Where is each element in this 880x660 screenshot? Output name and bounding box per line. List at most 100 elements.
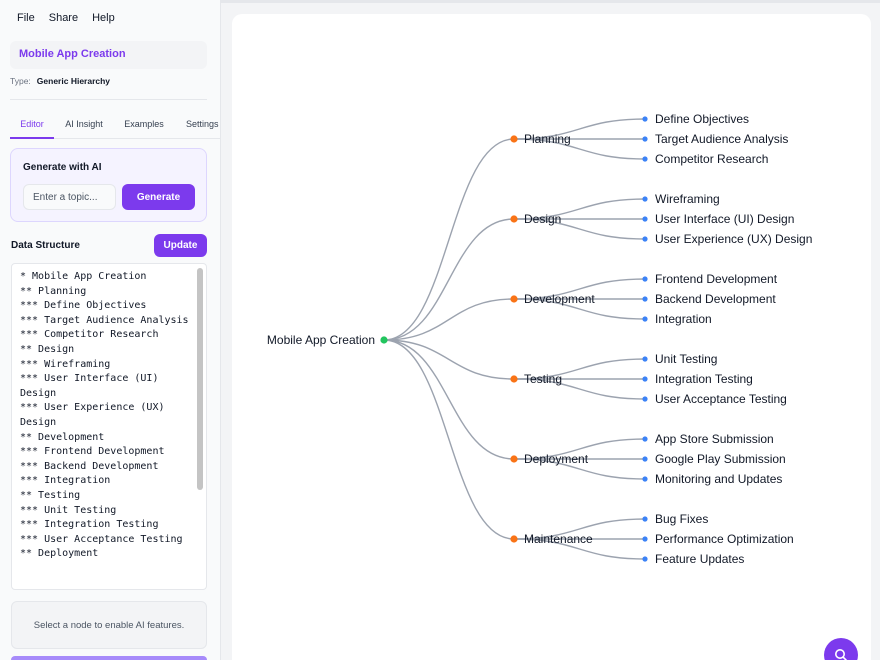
leaf-node-label[interactable]: Target Audience Analysis: [655, 132, 788, 146]
leaf-node-label[interactable]: Unit Testing: [655, 352, 717, 366]
branch-edge: [513, 438, 646, 460]
leaf-node-dot[interactable]: [642, 196, 648, 202]
leaf-node-label[interactable]: User Interface (UI) Design: [655, 212, 794, 226]
leaf-node-dot[interactable]: [642, 456, 648, 462]
data-structure-line: *** Define Objectives: [20, 300, 147, 312]
branch-edge: [513, 298, 646, 320]
leaf-node-dot[interactable]: [642, 476, 648, 482]
update-button[interactable]: Update: [154, 234, 207, 257]
menu-file[interactable]: File: [17, 12, 35, 24]
root-edge: [383, 339, 515, 380]
top-border: [221, 0, 880, 3]
tab-ai-insight[interactable]: AI Insight: [65, 119, 103, 129]
mindmap-canvas[interactable]: [232, 14, 871, 660]
leaf-node-dot[interactable]: [642, 216, 648, 222]
root-edge: [383, 298, 515, 341]
branch-node-dot[interactable]: [510, 215, 518, 223]
leaf-node-label[interactable]: App Store Submission: [655, 432, 774, 446]
leaf-node-dot[interactable]: [642, 316, 648, 322]
leaf-node-dot[interactable]: [642, 436, 648, 442]
branch-node-label[interactable]: Maintenance: [524, 532, 593, 546]
leaf-node-label[interactable]: Competitor Research: [655, 152, 768, 166]
menu-share[interactable]: Share: [48, 12, 79, 24]
branch-edge: [513, 378, 646, 400]
data-structure-line: ** Design: [20, 343, 75, 355]
root-edge: [383, 339, 515, 460]
branch-node-dot[interactable]: [510, 455, 518, 463]
sidebar-bottom-button[interactable]: [11, 656, 207, 660]
sidebar-tabs: Editor AI Insight Examples Settings: [10, 112, 220, 139]
branch-node-dot[interactable]: [510, 535, 518, 543]
sidebar: File Share Help Mobile App Creation Type…: [0, 0, 221, 660]
menu-bar: File Share Help: [17, 12, 115, 24]
leaf-node-dot[interactable]: [642, 276, 648, 282]
data-structure-editor[interactable]: * Mobile App Creation** Planning*** Defi…: [11, 263, 207, 590]
menu-help[interactable]: Help: [92, 12, 115, 24]
leaf-node-dot[interactable]: [642, 556, 648, 562]
leaf-node-dot[interactable]: [642, 356, 648, 362]
leaf-node-dot[interactable]: [642, 516, 648, 522]
leaf-node-label[interactable]: Feature Updates: [655, 552, 744, 566]
leaf-node-dot[interactable]: [642, 236, 648, 242]
document-type-value: Generic Hierarchy: [36, 76, 111, 86]
root-edge: [383, 218, 515, 341]
ai-generate-panel: Generate with AI Generate: [10, 148, 207, 222]
document-title[interactable]: Mobile App Creation: [10, 41, 207, 69]
data-structure-line: *** Unit Testing: [20, 504, 117, 516]
root-node-dot[interactable]: [380, 336, 388, 344]
data-structure-line: * Mobile App Creation: [20, 271, 147, 282]
leaf-node-dot[interactable]: [642, 156, 648, 162]
branch-edge: [513, 218, 646, 240]
document-type-label: Type:: [10, 76, 31, 86]
ai-generate-title: Generate with AI: [23, 162, 102, 173]
leaf-node-label[interactable]: Bug Fixes: [655, 512, 708, 526]
data-structure-line: *** User Acceptance Testing: [20, 533, 183, 545]
tab-settings[interactable]: Settings: [186, 119, 219, 129]
tab-editor[interactable]: Editor: [10, 112, 54, 139]
data-structure-line: *** Frontend Development: [20, 446, 165, 458]
leaf-node-label[interactable]: Define Objectives: [655, 112, 749, 126]
leaf-node-dot[interactable]: [642, 376, 648, 382]
branch-edge: [513, 518, 646, 540]
tab-examples[interactable]: Examples: [124, 119, 164, 129]
leaf-node-dot[interactable]: [642, 536, 648, 542]
leaf-node-label[interactable]: Backend Development: [655, 292, 776, 306]
leaf-node-dot[interactable]: [642, 136, 648, 142]
branch-node-label[interactable]: Development: [524, 292, 595, 306]
root-edge: [383, 138, 515, 341]
branch-node-dot[interactable]: [510, 295, 518, 303]
generate-button[interactable]: Generate: [122, 184, 195, 210]
leaf-node-label[interactable]: Monitoring and Updates: [655, 472, 782, 486]
leaf-node-label[interactable]: Integration: [655, 312, 712, 326]
leaf-node-dot[interactable]: [642, 396, 648, 402]
leaf-node-label[interactable]: Performance Optimization: [655, 532, 794, 546]
branch-node-label[interactable]: Deployment: [524, 452, 589, 466]
leaf-node-label[interactable]: Wireframing: [655, 192, 720, 206]
data-structure-line: *** Backend Development: [20, 460, 159, 472]
topic-input[interactable]: [23, 184, 116, 210]
data-structure-line: *** Competitor Research: [20, 329, 159, 341]
branch-edge: [513, 538, 646, 560]
leaf-node-dot[interactable]: [642, 116, 648, 122]
leaf-node-label[interactable]: User Acceptance Testing: [655, 392, 787, 406]
leaf-node-label[interactable]: Google Play Submission: [655, 452, 786, 466]
branch-node-dot[interactable]: [510, 135, 518, 143]
data-structure-line: *** User Interface (UI) Design: [20, 373, 165, 399]
leaf-node-label[interactable]: Integration Testing: [655, 372, 753, 386]
leaf-node-dot[interactable]: [642, 296, 648, 302]
data-structure-line: *** Integration: [20, 475, 111, 487]
branch-node-label[interactable]: Design: [524, 212, 561, 226]
data-structure-line: *** User Experience (UX) Design: [20, 402, 171, 428]
data-structure-line: *** Integration Testing: [20, 519, 159, 531]
branch-node-dot[interactable]: [510, 375, 518, 383]
branch-edge: [513, 138, 646, 160]
branch-node-label[interactable]: Planning: [524, 132, 571, 146]
ai-hint-panel: Select a node to enable AI features.: [11, 601, 207, 649]
document-type: Type: Generic Hierarchy: [10, 76, 110, 86]
leaf-node-label[interactable]: Frontend Development: [655, 272, 778, 286]
branch-node-label[interactable]: Testing: [524, 372, 562, 386]
root-node-label[interactable]: Mobile App Creation: [267, 333, 375, 347]
leaf-node-label[interactable]: User Experience (UX) Design: [655, 232, 812, 246]
editor-scrollbar[interactable]: [197, 268, 203, 490]
